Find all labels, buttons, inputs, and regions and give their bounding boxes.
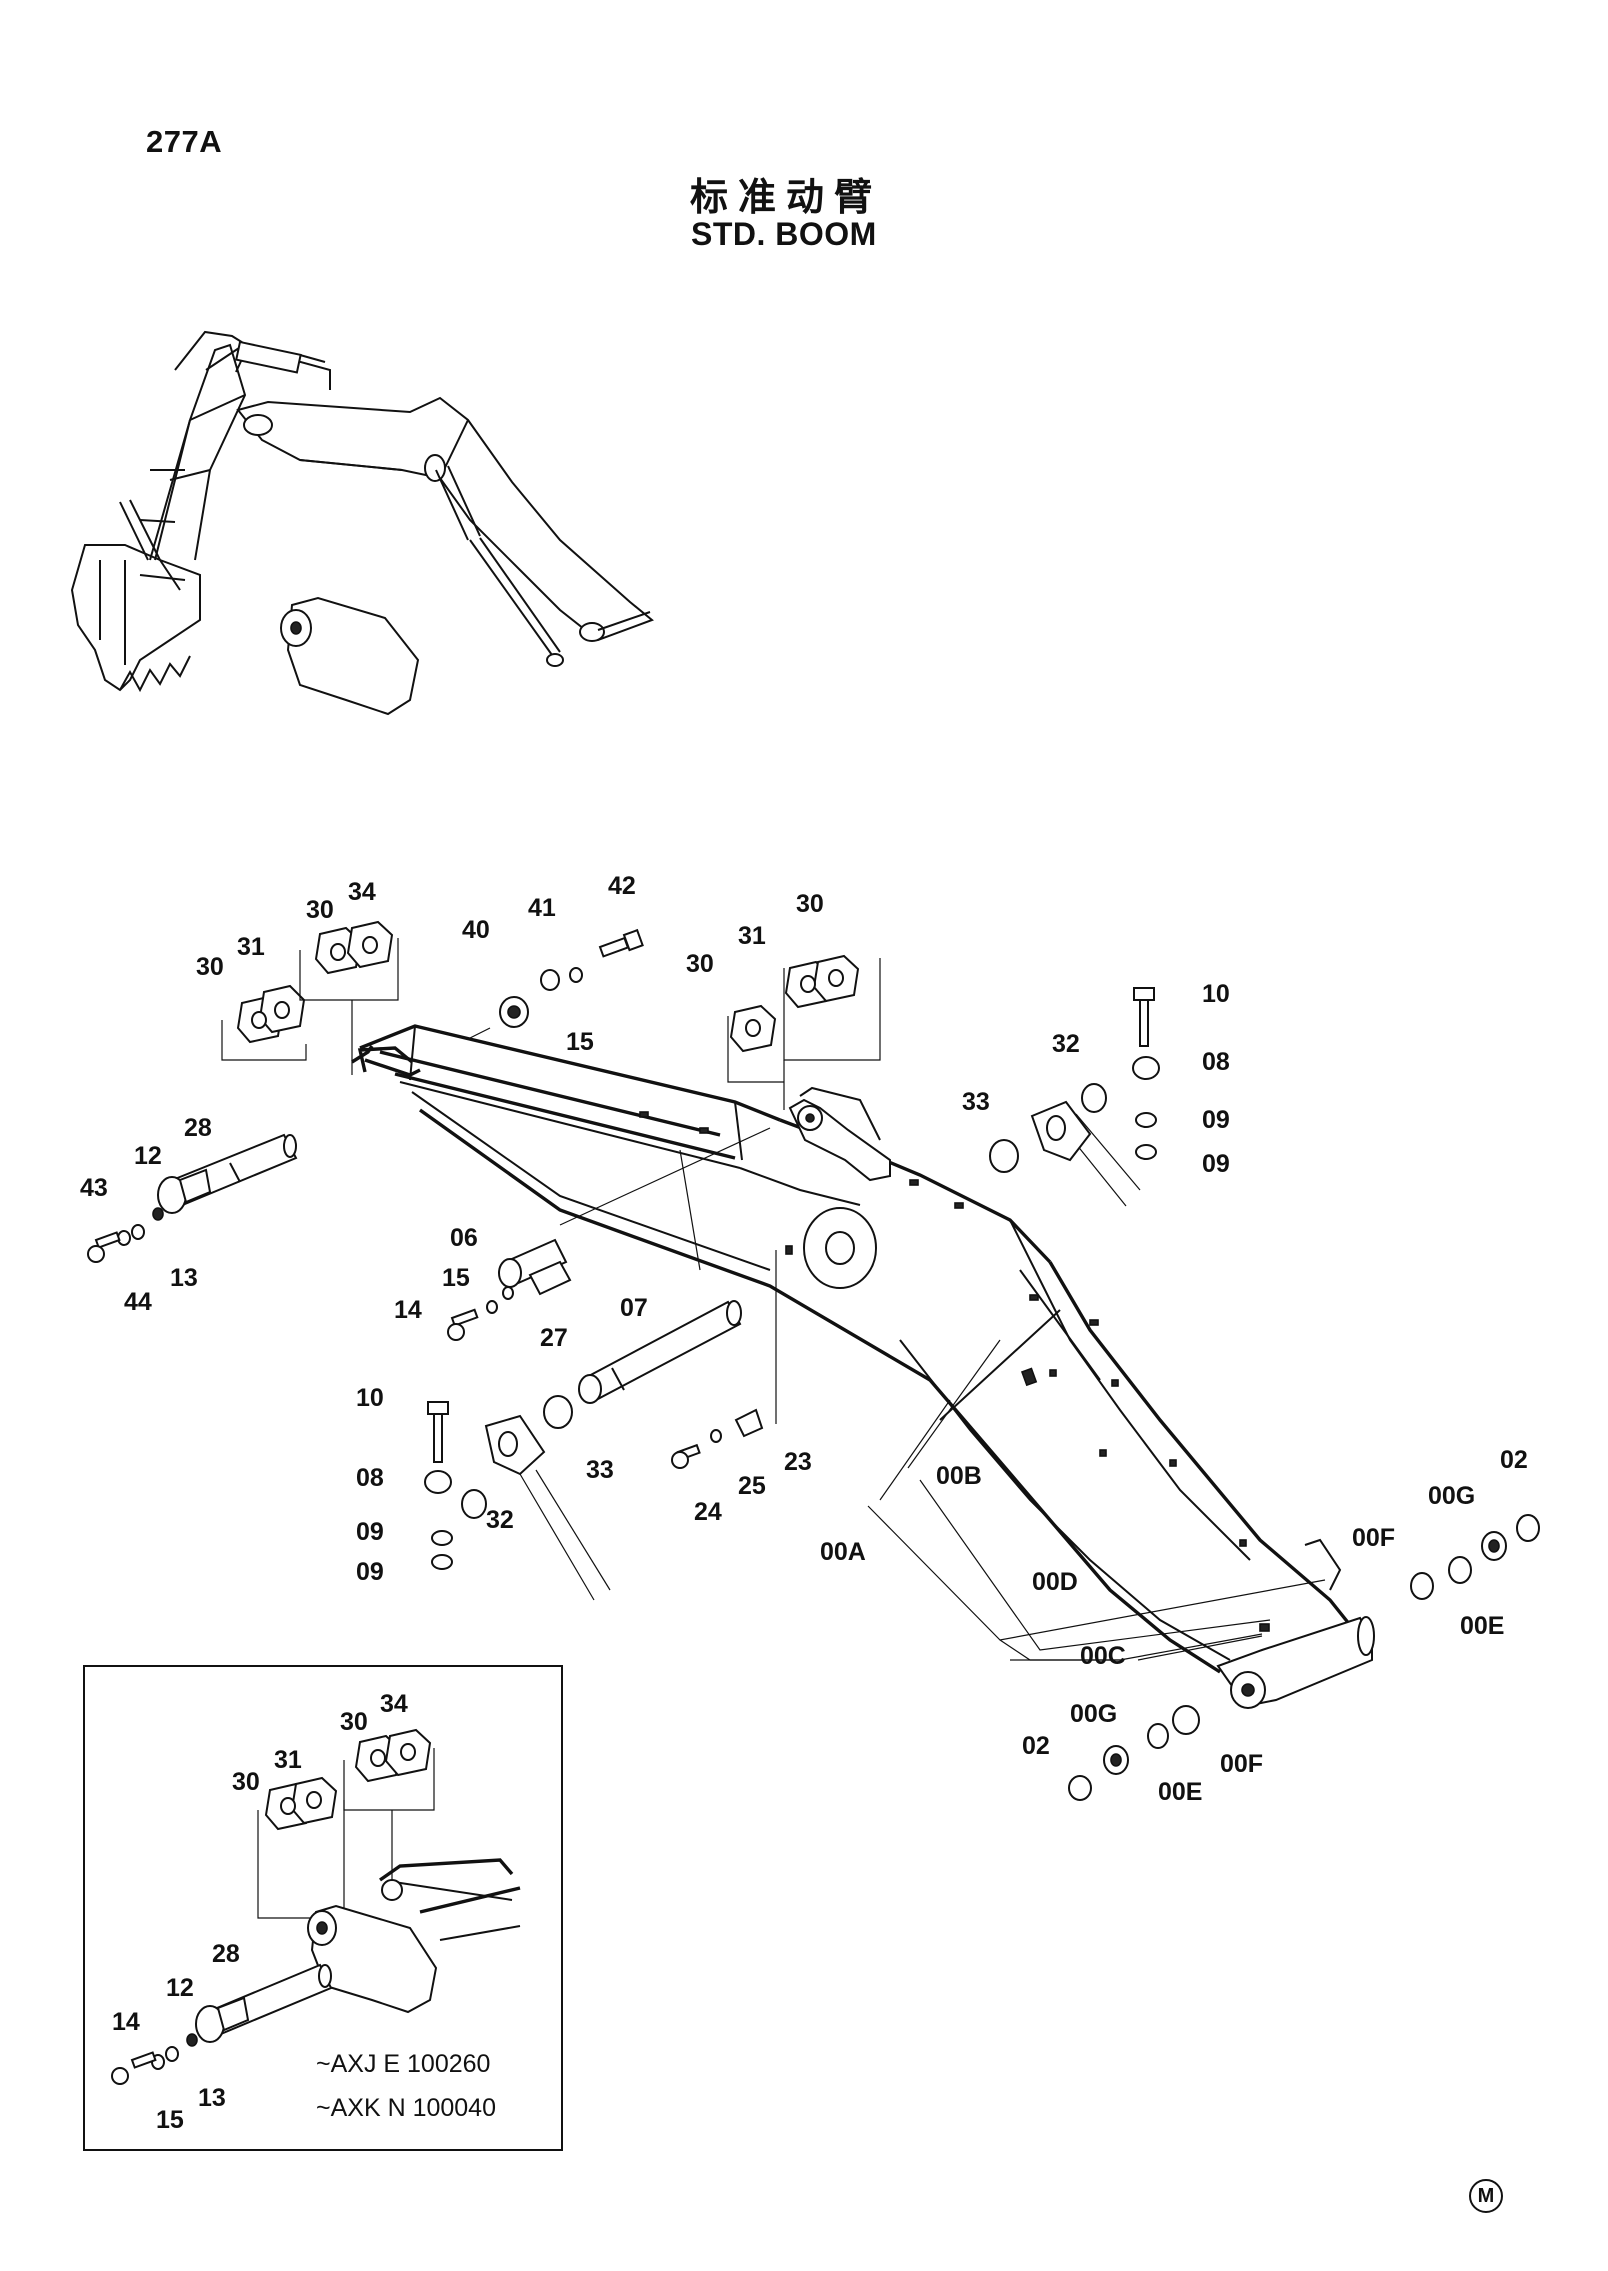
callout-label: 24 (694, 1498, 722, 1526)
callout-label: 10 (356, 1384, 384, 1412)
callout-label: 00E (1158, 1778, 1202, 1806)
page-code: 277A (146, 124, 223, 159)
inset-callout-label: 14 (112, 2008, 140, 2036)
callout-label: 00E (1460, 1612, 1504, 1640)
callout-label: 00F (1352, 1524, 1395, 1552)
callout-label: 23 (784, 1448, 812, 1476)
callout-label: 09 (356, 1558, 384, 1586)
callout-label: 14 (394, 1296, 422, 1324)
callout-label: 31 (237, 933, 265, 961)
inset-callout-label: 15 (156, 2106, 184, 2134)
callout-label: 42 (608, 872, 636, 900)
inset-callout-label: 34 (380, 1690, 408, 1718)
callout-label: 32 (486, 1506, 514, 1534)
callout-label: 33 (586, 1456, 614, 1484)
callout-label: 25 (738, 1472, 766, 1500)
callout-label: 28 (184, 1114, 212, 1142)
callout-label: 30 (196, 953, 224, 981)
callout-label: 41 (528, 894, 556, 922)
callout-label: 30 (686, 950, 714, 978)
callout-label: 02 (1500, 1446, 1528, 1474)
shim-plates-upper-right (727, 954, 881, 1110)
callout-label: 34 (348, 878, 376, 906)
inset-serial-range: ~AXK N 100040 (316, 2094, 496, 2122)
pin-06 (498, 1238, 572, 1296)
corner-marker: M (1469, 2179, 1503, 2213)
callout-label: 00G (1428, 1482, 1475, 1510)
inset-illustration (111, 1728, 521, 2085)
callout-label: 12 (134, 1142, 162, 1170)
pin-28 (157, 1133, 298, 1214)
callout-labels: 30 31 30 34 40 41 42 15 30 31 30 10 32 0… (80, 872, 1528, 2134)
callout-label: 33 (962, 1088, 990, 1116)
excavator-overview-illustration (70, 330, 654, 693)
callout-label: 15 (442, 1264, 470, 1292)
callout-label: 02 (1022, 1732, 1050, 1760)
callout-label: 00B (936, 1462, 982, 1490)
callout-label: 32 (1052, 1030, 1080, 1058)
callout-label: 13 (170, 1264, 198, 1292)
callout-label: 07 (620, 1294, 648, 1322)
callout-label: 43 (80, 1174, 108, 1202)
inset-callout-label: 28 (212, 1940, 240, 1968)
shim-plates-upper-left (221, 920, 399, 1075)
callout-label: 31 (738, 922, 766, 950)
callout-label: 09 (1202, 1150, 1230, 1178)
inset-serial-range: ~AXJ E 100260 (316, 2050, 490, 2078)
inset-callout-label: 12 (166, 1974, 194, 2002)
inset-callout-label: 30 (232, 1768, 260, 1796)
diagram-title-chinese: 标准动臂 (690, 175, 883, 219)
loose-parts (87, 920, 1540, 1801)
inset-callout-label: 31 (274, 1746, 302, 1774)
bushing-group-right (989, 987, 1160, 1173)
callout-label: 09 (356, 1518, 384, 1546)
bushing-group-left (424, 1395, 611, 1601)
boom-main-structure (280, 596, 1375, 1709)
callout-label: 15 (566, 1028, 594, 1056)
callout-label: 09 (1202, 1106, 1230, 1134)
callout-label: 08 (1202, 1048, 1230, 1076)
callout-label: 30 (796, 890, 824, 918)
callout-label: 27 (540, 1324, 568, 1352)
callout-leader-lines (867, 1339, 1326, 1661)
callout-label: 40 (462, 916, 490, 944)
callout-label: 10 (1202, 980, 1230, 1008)
callout-label: 08 (356, 1464, 384, 1492)
inset-frame (83, 1665, 563, 2151)
callout-label: 00D (1032, 1568, 1078, 1596)
callout-label: 00A (820, 1538, 866, 1566)
callout-label: 00F (1220, 1750, 1263, 1778)
pin-07 (578, 1300, 742, 1404)
callout-label: 30 (306, 896, 334, 924)
callout-label: 06 (450, 1224, 478, 1252)
callout-label: 00C (1080, 1642, 1126, 1670)
inset-callout-label: 30 (340, 1708, 368, 1736)
diagram-title-english: STD. BOOM (691, 216, 877, 252)
callout-label: 44 (124, 1288, 152, 1316)
inset-callout-label: 13 (198, 2084, 226, 2112)
callout-label: 00G (1070, 1700, 1117, 1728)
